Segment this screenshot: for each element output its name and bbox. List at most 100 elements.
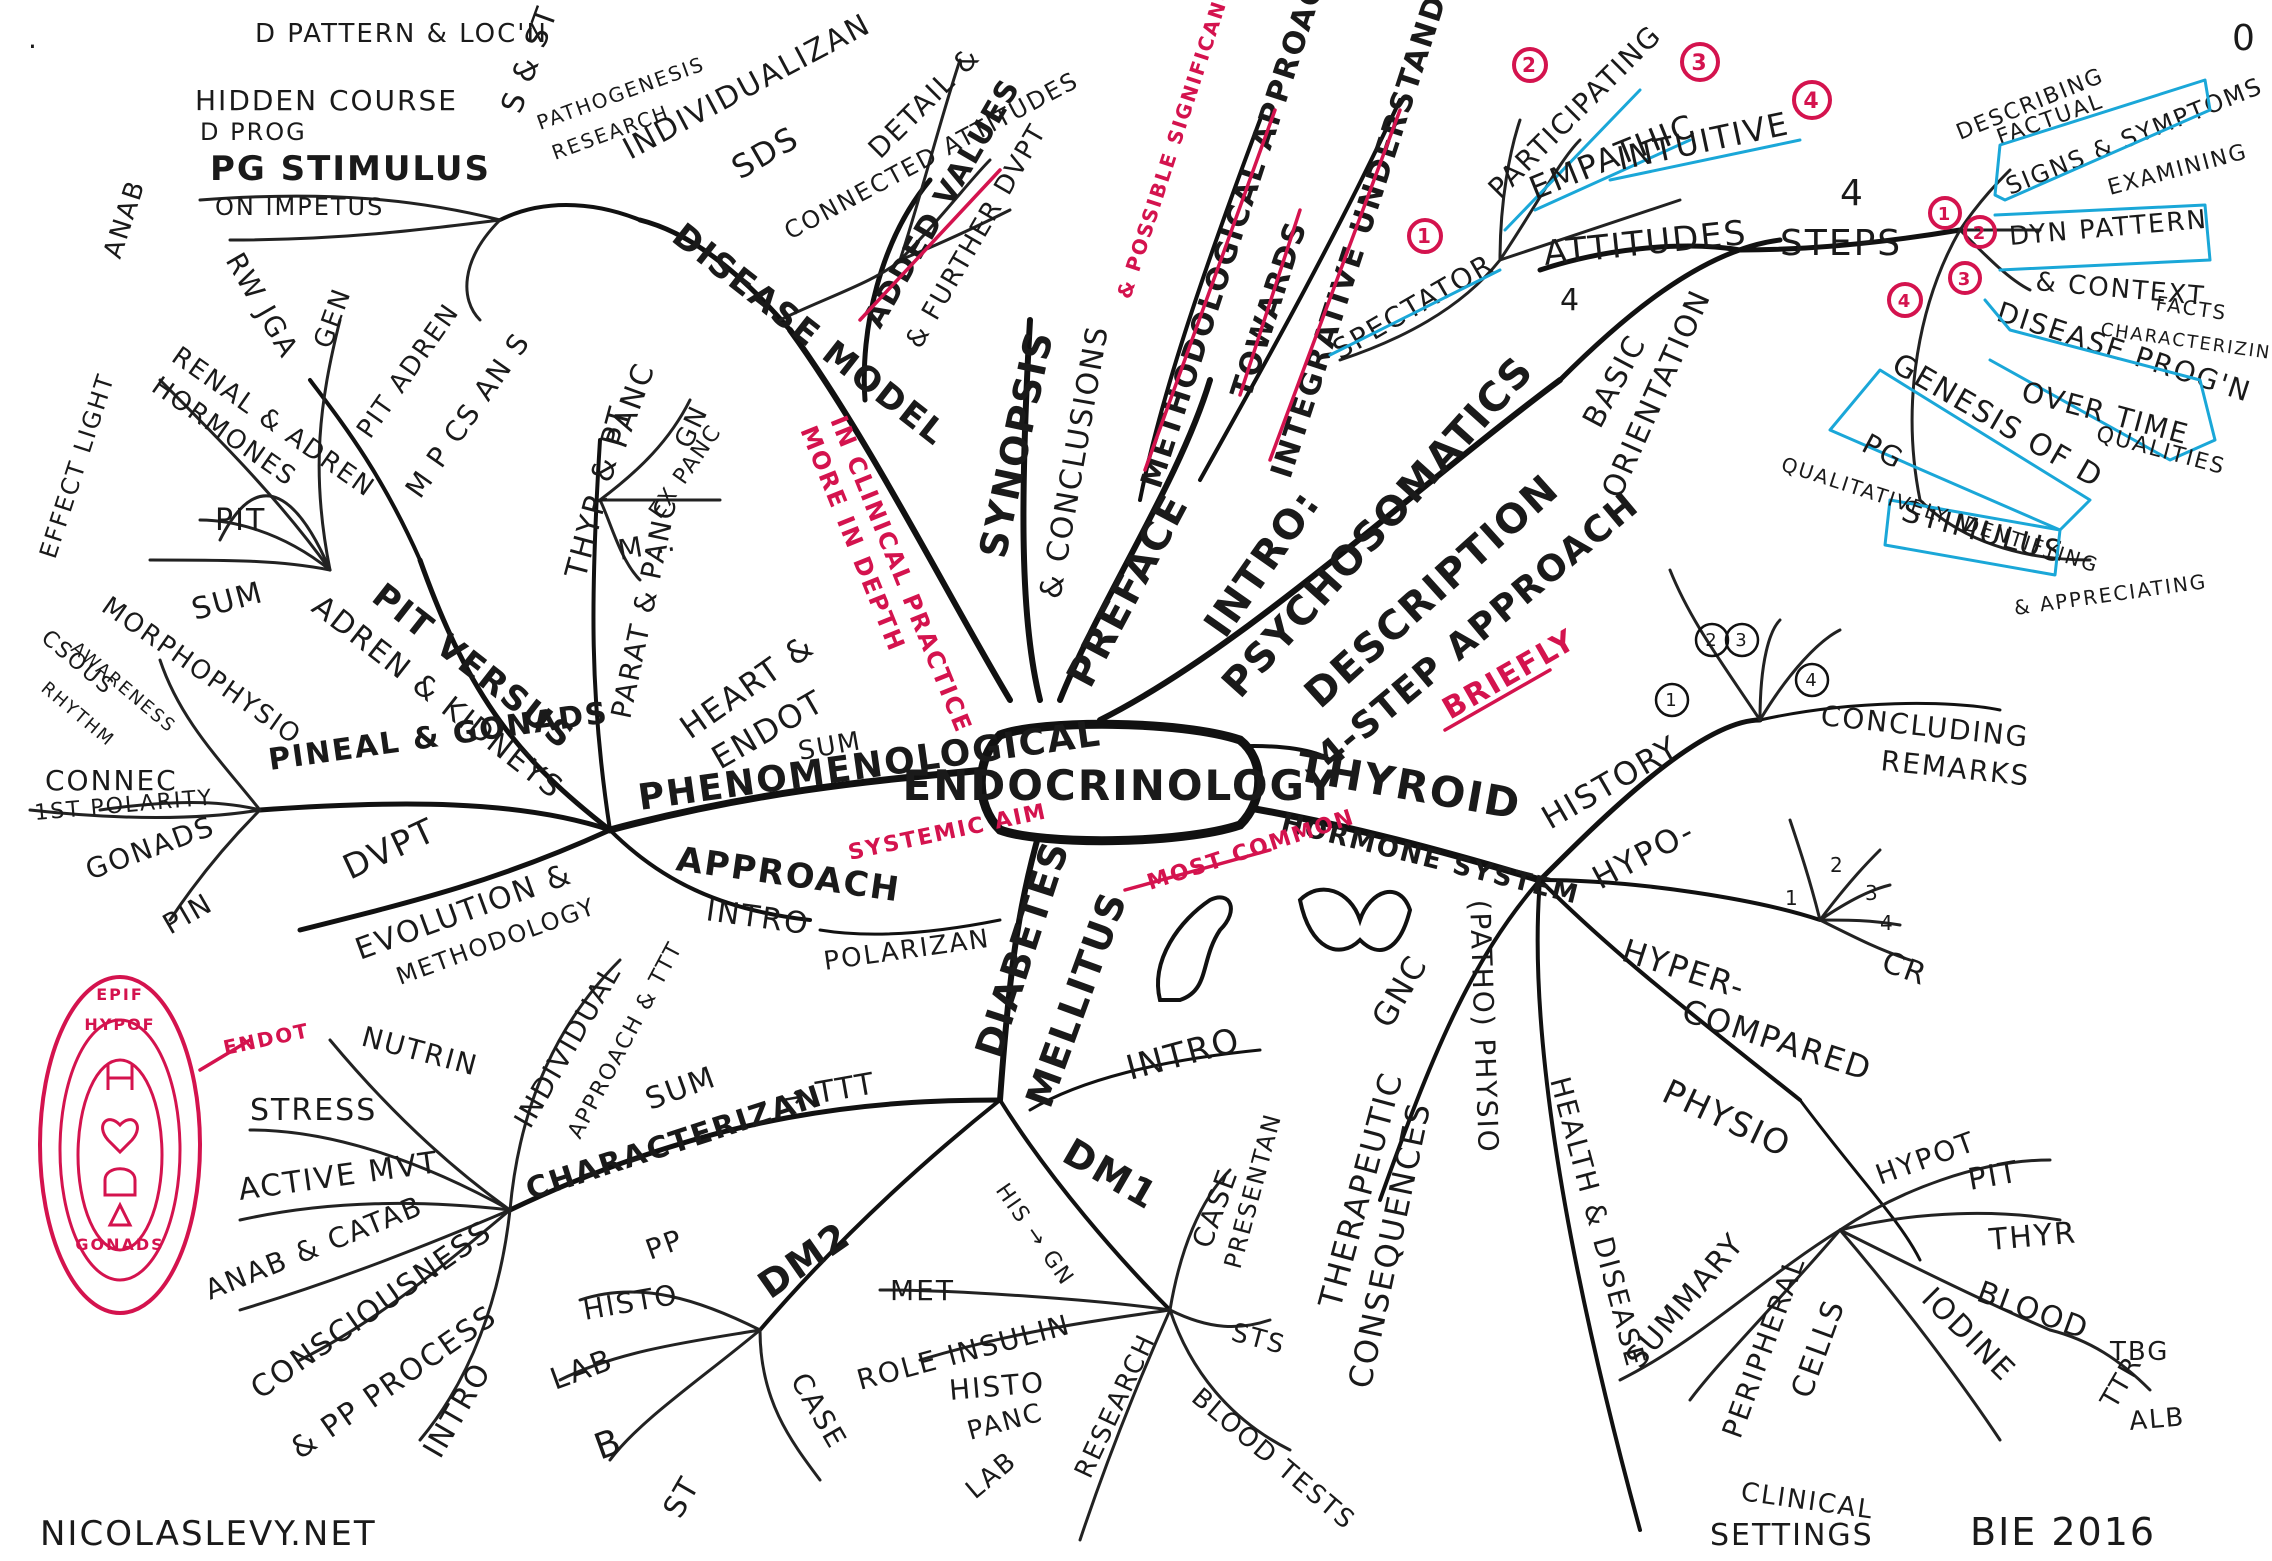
research-label: RESEARCH xyxy=(1069,1329,1162,1483)
footer-site: NICOLASLEVY.NET xyxy=(40,1514,377,1554)
step1-number: 1 xyxy=(1938,204,1953,225)
diabetes-group: DIABETES MELLITUS MOST COMMON INTRO DM1 … xyxy=(546,805,1361,1536)
heart-icon xyxy=(101,1118,139,1155)
dm1-label: DM1 xyxy=(1056,1130,1166,1219)
history-circle-1 xyxy=(1654,682,1690,718)
characterizan-group: CHARACTERIZAN → TTT INDIVIDUAL APPROACH … xyxy=(200,938,878,1467)
d-pattern-label: D PATTERN & LOC'N xyxy=(255,19,548,49)
intuitive-number-circle xyxy=(1792,80,1832,120)
thyr-label: THYR xyxy=(1987,1215,2079,1258)
intuitive-underline xyxy=(1608,138,1802,182)
cells-label: CELLS xyxy=(1785,1295,1853,1403)
pp-label: PP xyxy=(641,1223,688,1267)
hypo-number-2: 2 xyxy=(1830,853,1845,877)
appreciating-label: & APPRECIATING xyxy=(2012,569,2208,620)
branch-characterizan xyxy=(507,1097,1003,1213)
added-values-underline xyxy=(858,168,1002,322)
history-circle-4 xyxy=(1794,662,1830,698)
spectator-number-circle xyxy=(1407,218,1443,254)
intro-group: INTRO: PSYCHOSOMATICS DESCRIPTION 4-STEP… xyxy=(1196,284,1719,777)
branch-pathogenesis xyxy=(498,203,642,222)
history-label: HISTORY xyxy=(1535,728,1686,837)
branch-evolution xyxy=(297,827,613,933)
his-gn-label: HIS → GN xyxy=(990,1179,1079,1291)
branch-adren xyxy=(308,378,422,562)
branches xyxy=(28,58,2152,1542)
step4-circle xyxy=(1887,282,1923,318)
hypof-label: HYPOF xyxy=(84,1015,155,1034)
peripheral-label: PERIPHERAL xyxy=(1716,1252,1812,1443)
middle-oval xyxy=(58,1018,182,1282)
branch-dm1 xyxy=(998,1098,1172,1312)
histo-dm2-label: HISTO xyxy=(580,1278,681,1327)
branch-pit-versus xyxy=(417,557,613,833)
corner-dot: . xyxy=(28,22,39,55)
gonads-red-label: GONADS xyxy=(75,1235,164,1254)
char-sum-label: SUM xyxy=(641,1060,721,1118)
attitudes-count: 4 xyxy=(1560,283,1581,318)
hypo-number-3: 3 xyxy=(1865,881,1880,905)
anab-label: ANAB xyxy=(98,176,152,262)
phen-intro-label: INTRO xyxy=(704,893,812,942)
endot-red-label: ENDOT xyxy=(221,1018,312,1060)
thyroid-group: THYROID HORMONE SYSTEM HISTORY CONCLUDIN… xyxy=(1278,622,2187,1553)
spectator-underline xyxy=(1328,268,1502,357)
pancreas-doodle-icon xyxy=(1156,895,1233,1002)
spectator-number: 1 xyxy=(1417,224,1433,248)
physio-label: PHYSIO xyxy=(1656,1072,1797,1166)
panc-label: PANC xyxy=(964,1398,1047,1447)
lab-dm2-label: LAB xyxy=(546,1343,619,1398)
disease-prog-box xyxy=(1983,298,2217,462)
sts-label: STS xyxy=(1228,1318,1289,1361)
participating-number-circle xyxy=(1512,47,1548,83)
dm2-label: DM2 xyxy=(750,1213,859,1307)
step2-circle xyxy=(1963,215,1997,249)
empathic-number-circle xyxy=(1680,42,1720,82)
towards-underline xyxy=(1238,208,1302,397)
hypot-label: HYPOT xyxy=(1871,1125,1980,1192)
b-label: B xyxy=(589,1421,628,1469)
branch-attitudes xyxy=(1537,243,1743,273)
left-cluster-group: THYR & PT PARAT & PANC PANC GN EX PANC M… xyxy=(33,176,727,991)
branch-thyr xyxy=(591,438,612,832)
step2-number: 2 xyxy=(1973,223,1988,244)
center-box xyxy=(976,719,1264,846)
outer-oval xyxy=(38,975,202,1315)
history-number-4: 4 xyxy=(1805,670,1818,691)
hyper-label: HYPER- xyxy=(1618,931,1751,1007)
pg-stimulus-label: PG STIMULUS xyxy=(210,149,491,189)
branch-hypo xyxy=(1538,878,1822,922)
empathic-number: 3 xyxy=(1691,51,1708,76)
on-impetus-label: ON IMPETUS xyxy=(215,193,384,221)
pit-label: PIT xyxy=(1965,1155,2022,1198)
history-number-3: 3 xyxy=(1735,630,1748,651)
hidden-course-label: HIDDEN COURSE xyxy=(195,84,458,117)
compared-label: COMPARED xyxy=(1678,991,1877,1088)
gnc-label: GNC xyxy=(1364,948,1435,1034)
branch-dm-intro xyxy=(1028,1048,1262,1112)
branch-intro xyxy=(1097,377,1563,723)
kidney-icon xyxy=(103,1167,137,1197)
effect-light-label: EFFECT LIGHT xyxy=(34,370,120,562)
dvpt-label: DVPT xyxy=(337,810,443,888)
tbg-label: TBG xyxy=(2109,1337,2169,1367)
center-node: ENDOCRINOLOGY xyxy=(903,719,1336,846)
branch-history xyxy=(1537,717,1763,883)
pg-label: PG xyxy=(1857,427,1910,476)
health-disease-label: HEALTH & DISEASE xyxy=(1543,1073,1652,1371)
branch-polarizan xyxy=(818,918,1002,936)
methodological-underline xyxy=(1143,108,1277,472)
participating-underline xyxy=(1503,88,1642,232)
branch-gnc xyxy=(1378,878,1542,1202)
step3-circle xyxy=(1948,261,1982,295)
branch-basic xyxy=(1557,237,1783,383)
connec-label: CONNEC xyxy=(45,764,178,797)
history-number-2: 2 xyxy=(1705,630,1718,651)
triangle-icon xyxy=(107,1201,133,1227)
history-circle-2 xyxy=(1694,622,1730,658)
gen-label: GEN xyxy=(308,284,357,353)
steps-group: STEPS 4 DESCRIBING FACTUAL SIGNS & SYMPT… xyxy=(1778,64,2272,620)
blood-tests-label: BLOOD TESTS xyxy=(1186,1382,1361,1536)
most-common-underline xyxy=(1123,848,1272,892)
